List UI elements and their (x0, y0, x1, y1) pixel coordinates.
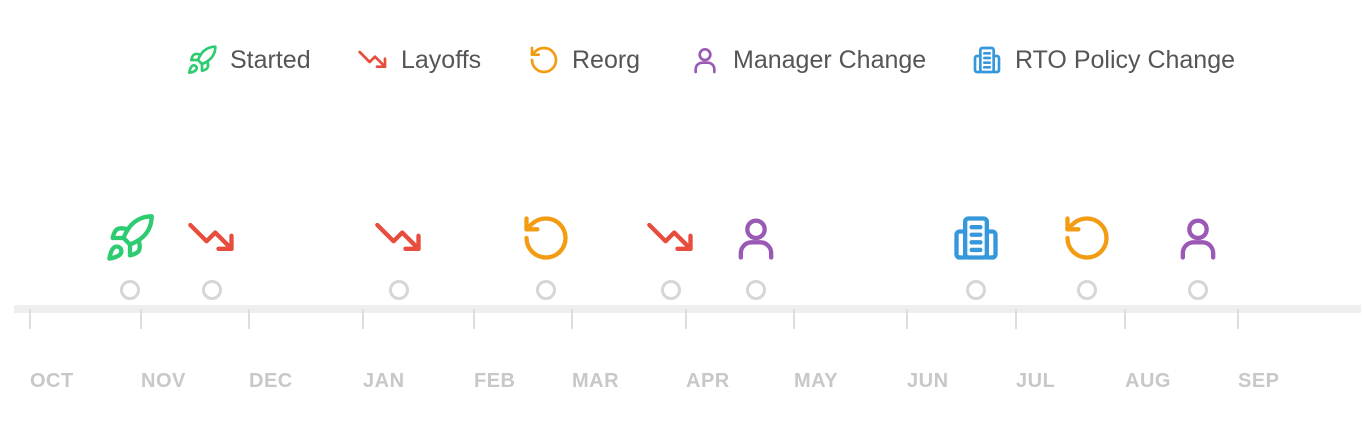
legend-label: RTO Policy Change (1015, 45, 1236, 74)
month-label: JAN (363, 370, 405, 392)
axis-tick (473, 309, 475, 329)
trending-down-icon[interactable] (645, 212, 697, 264)
event-marker[interactable] (746, 280, 767, 300)
rotate-ccw-icon[interactable] (520, 212, 572, 264)
month-label: APR (686, 370, 730, 392)
event-marker[interactable] (965, 280, 986, 300)
month-label: MAY (794, 370, 839, 392)
axis-tick (1124, 309, 1126, 329)
rocket-icon (186, 44, 218, 76)
building-icon (971, 44, 1003, 76)
month-label: SEP (1238, 370, 1280, 392)
axis-tick (1237, 309, 1239, 329)
event-marker[interactable] (119, 280, 140, 300)
axis-tick (140, 309, 142, 329)
event-marker[interactable] (535, 280, 556, 300)
event-marker[interactable] (202, 280, 223, 300)
month-label: NOV (141, 370, 186, 392)
legend-label: Manager Change (733, 45, 927, 74)
axis-tick (29, 309, 31, 329)
legend-item: Manager Change (689, 40, 926, 80)
trending-down-icon[interactable] (186, 212, 238, 264)
rocket-icon[interactable] (104, 212, 156, 264)
month-label: OCT (30, 370, 74, 392)
legend-item: Layoffs (357, 40, 481, 80)
legend: Started Layoffs Reorg Manager Change RTO Pol… (0, 40, 1362, 80)
month-label: JUL (1016, 370, 1056, 392)
event-marker[interactable] (388, 280, 409, 300)
user-icon[interactable] (730, 212, 782, 264)
legend-label: Started (230, 45, 311, 74)
month-label: DEC (249, 370, 293, 392)
month-label: AUG (1125, 370, 1171, 392)
legend-label: Reorg (572, 45, 641, 74)
trending-down-icon (357, 44, 389, 76)
legend-item: RTO Policy Change (971, 40, 1235, 80)
event-marker[interactable] (661, 280, 682, 300)
month-label: MAR (572, 370, 620, 392)
month-label: FEB (474, 370, 516, 392)
user-icon (689, 44, 721, 76)
legend-label: Layoffs (401, 45, 482, 74)
event-marker[interactable] (1188, 280, 1209, 300)
axis-tick (1015, 309, 1017, 329)
event-marker[interactable] (1076, 280, 1097, 300)
legend-item: Reorg (528, 40, 640, 80)
axis-tick (571, 309, 573, 329)
building-icon[interactable] (950, 212, 1002, 264)
axis-tick (906, 309, 908, 329)
user-icon[interactable] (1172, 212, 1224, 264)
rotate-ccw-icon (528, 44, 560, 76)
timeline-axis (14, 305, 1361, 313)
legend-item: Started (186, 40, 311, 80)
axis-tick (362, 309, 364, 329)
axis-tick (793, 309, 795, 329)
axis-tick (248, 309, 250, 329)
rotate-ccw-icon[interactable] (1061, 212, 1113, 264)
trending-down-icon[interactable] (373, 212, 425, 264)
month-label: JUN (907, 370, 949, 392)
axis-tick (685, 309, 687, 329)
